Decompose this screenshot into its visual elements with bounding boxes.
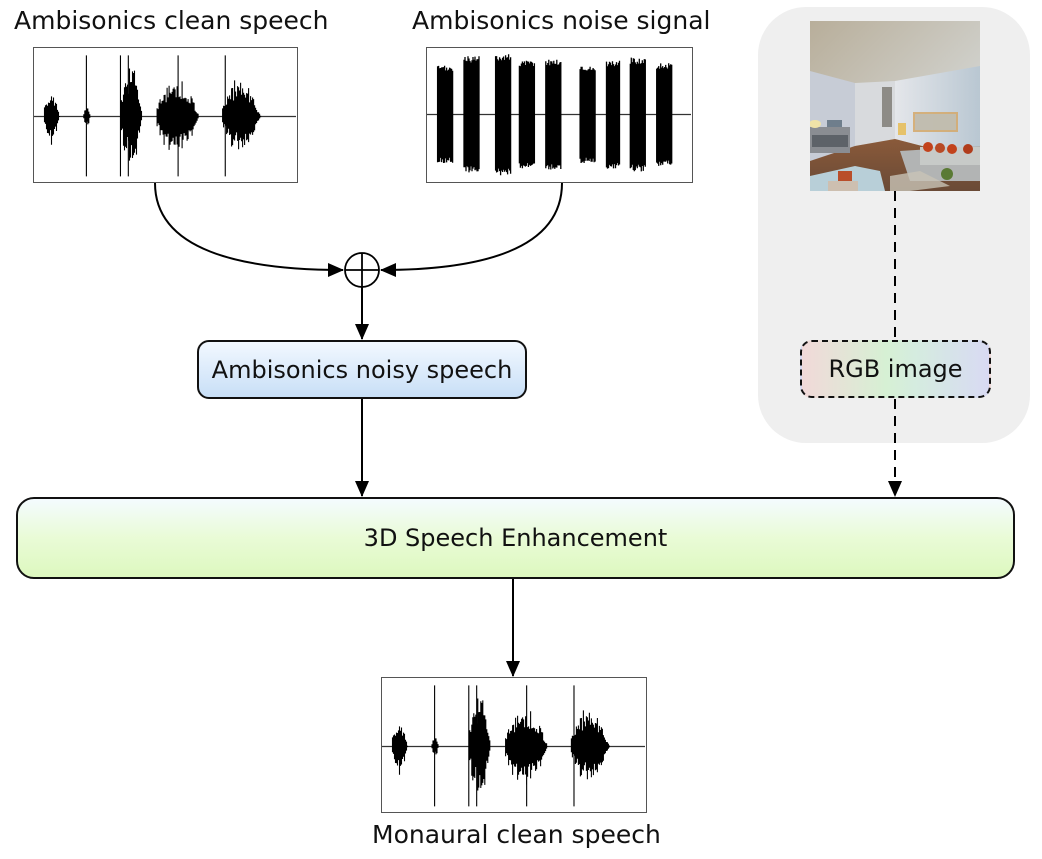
room-photo-icon	[810, 21, 980, 191]
noise-signal-label: Ambisonics noise signal	[412, 6, 711, 35]
waveform-speech-icon	[34, 55, 296, 177]
speech-enhancement-node: 3D Speech Enhancement	[16, 497, 1015, 579]
output-waveform	[381, 677, 647, 813]
noise-to-sum-arrow	[380, 182, 563, 277]
noisy-speech-node: Ambisonics noisy speech	[197, 340, 527, 399]
sum-icon	[344, 252, 380, 288]
room-image	[810, 21, 980, 191]
output-label: Monaural clean speech	[372, 820, 661, 849]
waveform-noise-icon	[427, 54, 691, 176]
noisy-speech-label: Ambisonics noisy speech	[211, 355, 513, 384]
rgb-image-node: RGB image	[800, 340, 991, 398]
waveform-speech-icon	[382, 685, 645, 807]
clean-speech-waveform	[33, 47, 298, 183]
noise-signal-waveform	[426, 47, 693, 183]
rgb-image-label: RGB image	[828, 355, 963, 383]
speech-enhancement-label: 3D Speech Enhancement	[363, 524, 668, 552]
clean-to-sum-arrow	[154, 182, 344, 277]
clean-speech-label: Ambisonics clean speech	[14, 6, 329, 35]
